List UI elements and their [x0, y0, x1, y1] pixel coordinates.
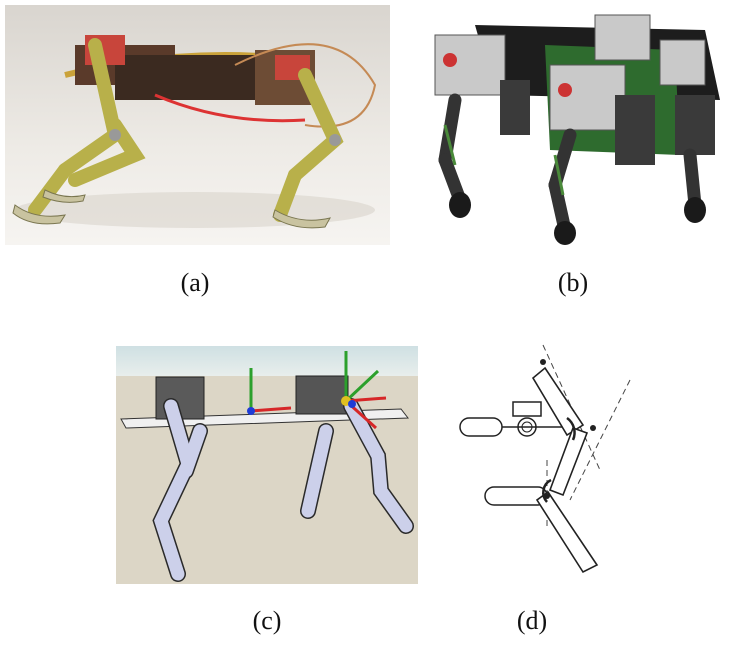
robot-cad-illustration [415, 5, 735, 245]
panel-b-render [415, 5, 735, 245]
panel-d-schematic [455, 340, 635, 590]
panel-c-simulation [116, 346, 418, 584]
panel-d-caption: (d) [516, 606, 548, 635]
panel-a-caption: (a) [180, 268, 210, 297]
panel-c-caption: (c) [252, 606, 282, 635]
robot-photo-illustration [5, 5, 390, 245]
panel-a-photo [5, 5, 390, 245]
simulation-model-illustration [116, 346, 418, 584]
leg-schematic-diagram [455, 340, 635, 590]
panel-b-caption: (b) [557, 268, 589, 297]
